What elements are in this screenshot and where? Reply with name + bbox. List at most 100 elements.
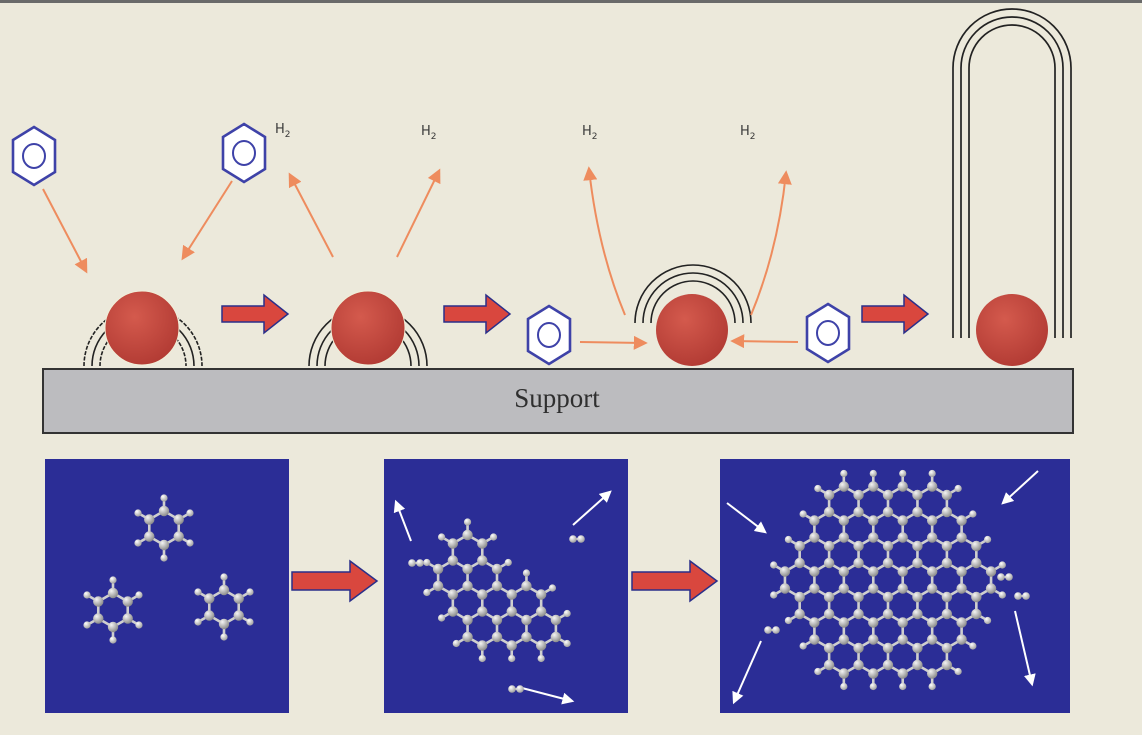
carbon-atom (233, 593, 244, 604)
carbon-atom (853, 591, 864, 603)
hydrogen-atom (563, 609, 571, 618)
carbon-atom (956, 634, 967, 645)
h2-release-arrow (396, 168, 441, 258)
block-arrow-right-icon (291, 559, 379, 603)
carbon-atom (173, 514, 184, 525)
carbon-atom (122, 596, 133, 607)
panel-graphene-like-sheet (720, 459, 1070, 713)
carbon-atom (971, 608, 982, 620)
h2-release-arrow (288, 172, 334, 258)
h2-label: H2 (740, 124, 756, 142)
h2-label: H2 (421, 124, 437, 142)
carbon-atom (823, 557, 835, 569)
carbon-atom (956, 515, 967, 526)
carbon-atom (897, 583, 908, 594)
hydrogen-atom (522, 569, 531, 577)
hydrogen-atom (928, 682, 936, 691)
h2-label: H2 (275, 122, 291, 140)
hydrogen-atom (537, 654, 545, 663)
carbon-atom (447, 606, 459, 617)
hydrogen-atom (246, 618, 254, 626)
hydrogen-atom (437, 533, 446, 541)
hydrogen-atom (220, 573, 228, 581)
block-arrow-right-icon (221, 293, 290, 335)
carbon-atom (462, 529, 473, 541)
h2-release-arrow (583, 166, 626, 316)
hydrogen-atom (770, 561, 778, 569)
hydrogen-atom (452, 639, 460, 648)
stage-4-carbon-nanotube (952, 8, 1072, 366)
carbon-atom (779, 566, 791, 577)
block-arrow-right-icon (861, 293, 930, 335)
panel-three-benzene-molecules (45, 459, 289, 713)
support-bar (42, 368, 1074, 434)
carbon-atom (897, 634, 908, 645)
hydrogen-atom (799, 642, 807, 650)
carbon-atom (823, 591, 835, 603)
carbon-atom (794, 608, 805, 620)
carbon-atom (853, 659, 864, 671)
carbon-atom (823, 506, 835, 518)
carbon-atom (144, 531, 155, 542)
hydrogen-atom (928, 469, 936, 478)
carbon-atom (535, 589, 547, 600)
carbon-atom (882, 608, 894, 620)
hydrogen-atom (784, 535, 793, 544)
carbon-atom (491, 614, 503, 626)
carbon-atom (521, 631, 532, 643)
carbon-atom (897, 515, 908, 526)
carbon-atom (926, 532, 938, 543)
carbon-atom (941, 659, 953, 671)
hydrogen-molecule (508, 685, 524, 693)
carbon-atom (882, 642, 894, 654)
stage-3-cap-nucleation (634, 264, 752, 366)
hydrogen-atom (784, 616, 793, 625)
carbon-atom (926, 634, 938, 645)
carbon-atom (956, 532, 967, 543)
carbon-atom (956, 617, 967, 628)
carbon-atom (926, 583, 938, 594)
carbon-atom (838, 583, 850, 594)
motion-arrows (393, 470, 1039, 705)
carbon-atom (158, 539, 170, 551)
carbon-atom (868, 532, 879, 543)
carbon-atom (853, 489, 864, 501)
carbon-atom (853, 642, 864, 654)
carbon-atom (985, 566, 997, 577)
hydrogen-atom (135, 621, 143, 629)
carbon-atom (477, 589, 488, 600)
hydrogen-atom (160, 554, 168, 562)
hydrogen-atom (899, 682, 907, 691)
carbon-atom (550, 614, 562, 626)
carbon-atom (868, 481, 879, 492)
carbon-atom (838, 668, 850, 679)
carbon-atom (868, 566, 879, 577)
carbon-atom (779, 583, 791, 594)
carbon-atom (853, 608, 864, 620)
hydrogen-atom (869, 469, 877, 478)
carbon-atom (868, 634, 879, 645)
carbon-atom (941, 540, 953, 552)
hydrogen-atom (998, 561, 1006, 569)
carbon-atom (868, 617, 879, 628)
benzene-ring-icon (805, 302, 851, 364)
carbon-atom (477, 555, 488, 566)
benzene-ring-icon (221, 122, 267, 184)
carbon-atom (838, 617, 850, 628)
carbon-atom (912, 506, 923, 518)
carbon-atom (447, 589, 459, 600)
reaction-arrows (42, 166, 799, 350)
carbon-atom (447, 538, 459, 549)
carbon-atom (233, 610, 244, 621)
carbon-atom (912, 557, 923, 569)
carbon-atom (477, 538, 488, 549)
hydrogen-atom (478, 654, 486, 663)
carbon-atom (926, 617, 938, 628)
carbon-atom (882, 659, 894, 671)
carbon-atom (912, 659, 923, 671)
carbon-atom (882, 540, 894, 552)
carbon-atom (897, 532, 908, 543)
adsorption-arrow (579, 335, 648, 350)
carbon-atom (941, 506, 953, 518)
carbon-atom (823, 642, 835, 654)
